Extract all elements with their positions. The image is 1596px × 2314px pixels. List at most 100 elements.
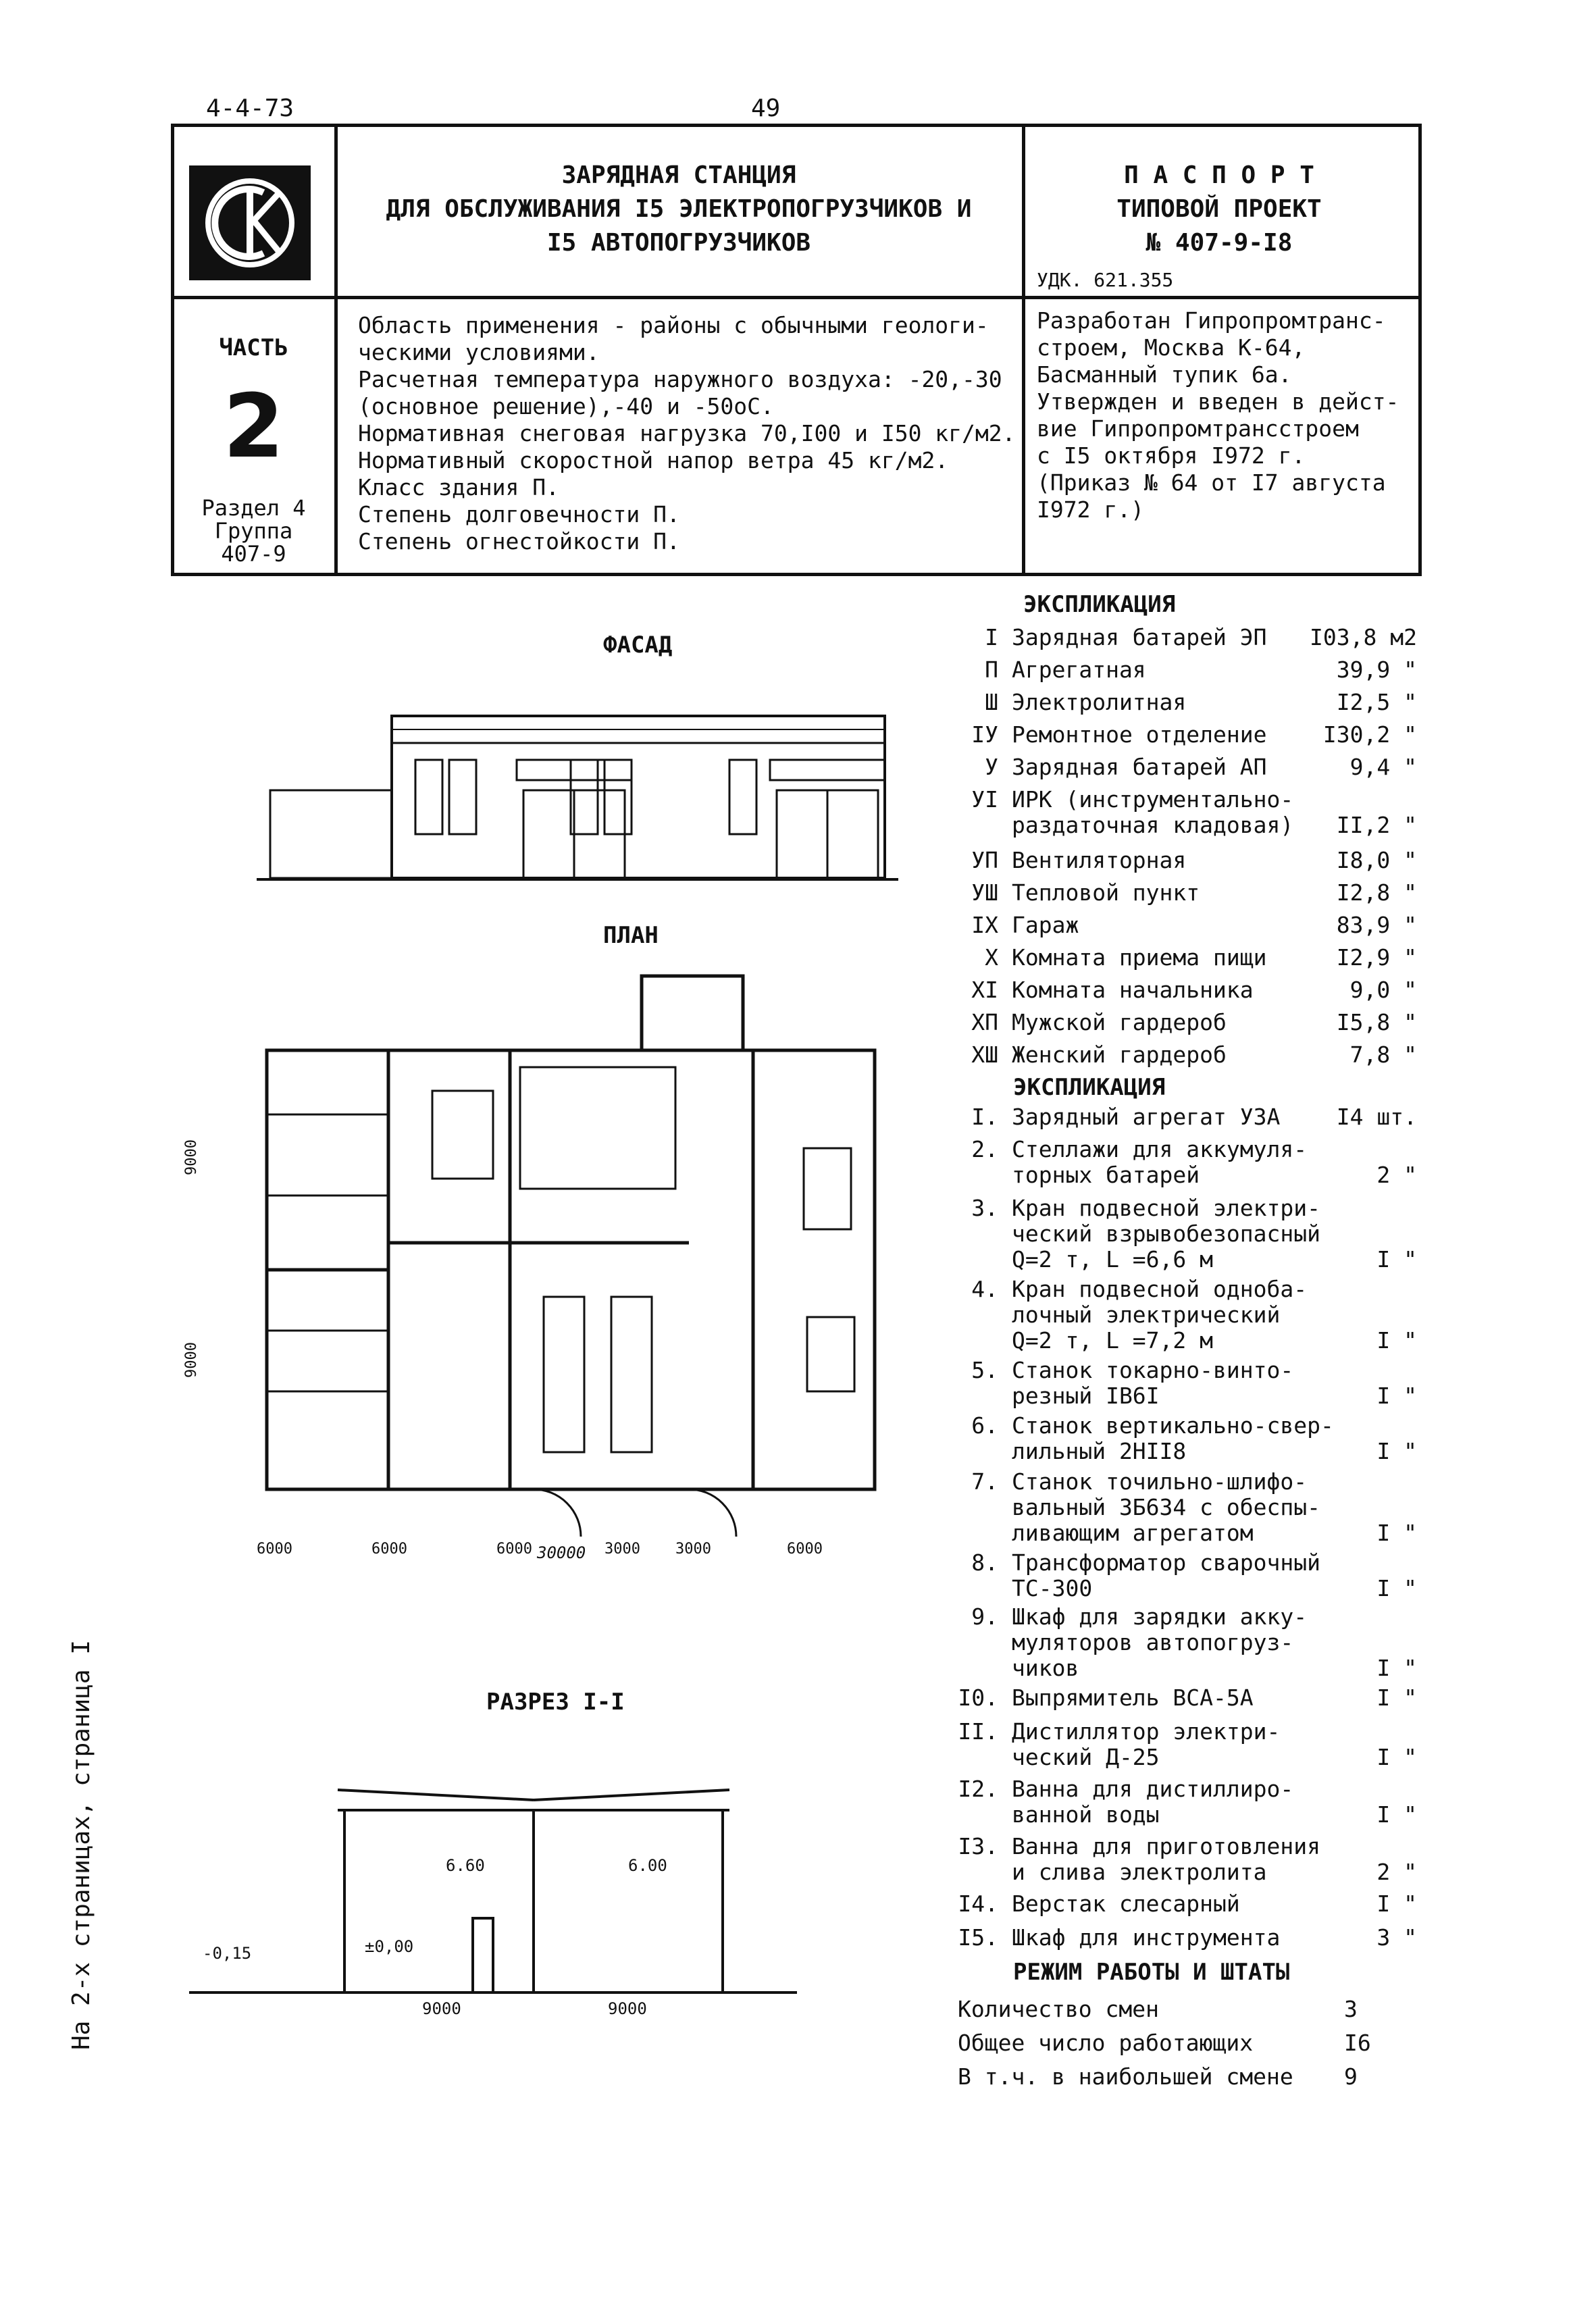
svg-text:-0,15: -0,15 — [203, 1944, 251, 1963]
equipment-number: I0. — [958, 1685, 998, 1711]
room-area: II,2 " — [1336, 812, 1417, 838]
staff-value: 9 — [1344, 2063, 1358, 2090]
equipment-qty: 3 " — [1376, 1924, 1417, 1951]
equipment-name: Зарядный агрегат УЗА — [1012, 1104, 1281, 1130]
svg-text:6000: 6000 — [787, 1541, 823, 1558]
room-name: Женский гардероб — [1012, 1042, 1227, 1068]
room-row: IУ Ремонтное отделение I30,2 " — [958, 722, 1417, 748]
equipment-number: I4. — [958, 1891, 998, 1917]
equipment-qty: I " — [1376, 1655, 1417, 1681]
room-number: XП — [971, 1009, 998, 1035]
equipment-name: Станок точильно-шлифо- вальный 3Б634 с о… — [1012, 1468, 1320, 1546]
equipment-qty: 2 " — [1376, 1162, 1417, 1188]
equipment-name: Верстак слесарный — [1012, 1891, 1240, 1917]
plan-total-dimension: 30000 — [537, 1543, 586, 1562]
room-area: 83,9 " — [1336, 912, 1417, 938]
equipment-qty: 2 " — [1376, 1859, 1417, 1885]
explication-rooms-title: ЭКСПЛИКАЦИЯ — [1023, 591, 1176, 618]
staff-value: 3 — [1344, 1996, 1358, 2022]
equipment-name: Ванна для дистиллиро- ванной воды — [1012, 1776, 1294, 1828]
equipment-name: Кран подвесной одноба- лочный электричес… — [1012, 1276, 1308, 1354]
equipment-qty: I " — [1376, 1246, 1417, 1272]
room-area: I2,5 " — [1336, 689, 1417, 715]
equipment-name: Станок вертикально-свер- лильный 2HII8 — [1012, 1412, 1334, 1464]
equipment-name: Шкаф для зарядки акку- муляторов автопог… — [1012, 1603, 1308, 1681]
svg-text:9000: 9000 — [183, 1139, 200, 1175]
equipment-qty: I " — [1376, 1327, 1417, 1354]
equipment-number: 2. — [971, 1136, 998, 1162]
passport-block: П А С П О Р Т ТИПОВОЙ ПРОЕКТ № 407-9-I8 — [1027, 159, 1412, 260]
room-number: XШ — [971, 1042, 998, 1068]
svg-text:3000: 3000 — [675, 1541, 711, 1558]
page-number: 49 — [751, 95, 781, 122]
room-number: X — [985, 944, 998, 971]
svg-text:9000: 9000 — [608, 1999, 647, 2018]
equipment-number: I. — [971, 1104, 998, 1130]
room-name: Зарядная батарей АП — [1012, 754, 1267, 780]
room-area: I03,8 м2 — [1310, 624, 1417, 650]
room-name: Комната начальника — [1012, 977, 1254, 1003]
room-area: I30,2 " — [1322, 721, 1417, 748]
equipment-name: Станок токарно-винто- резный IB6I — [1012, 1357, 1294, 1409]
plan-label: ПЛАН — [603, 922, 659, 949]
facade-label: ФАСАД — [603, 632, 673, 659]
room-area: 9,4 " — [1349, 754, 1417, 780]
svg-text:6000: 6000 — [496, 1541, 532, 1558]
equipment-number: I2. — [958, 1776, 998, 1802]
room-name: Тепловой пункт — [1012, 879, 1200, 906]
room-name: Ремонтное отделение — [1012, 721, 1267, 748]
equipment-name: Стеллажи для аккумуля- торных батарей — [1012, 1136, 1308, 1188]
equipment-qty: I " — [1376, 1438, 1417, 1464]
room-number: IУ — [971, 721, 998, 748]
divider — [171, 296, 1418, 299]
room-number: П — [985, 657, 998, 683]
room-row: XП Мужской гардероб I5,8 " — [958, 1010, 1417, 1035]
equipment-name: Ванна для приготовления и слива электрол… — [1012, 1833, 1320, 1885]
passport-title: П А С П О Р Т — [1124, 161, 1314, 189]
udk-code: УДК. 621.355 — [1037, 269, 1174, 291]
developer-info: Разработан Гипропромтранс- строем, Москв… — [1037, 307, 1399, 523]
staff-value: I6 — [1344, 2030, 1371, 2056]
section-line: Раздел 4 — [201, 495, 306, 521]
room-number: УП — [971, 847, 998, 873]
room-area: I5,8 " — [1336, 1009, 1417, 1035]
equipment-qty: I " — [1376, 1383, 1417, 1409]
title-block — [171, 124, 1422, 576]
svg-text:6.60: 6.60 — [446, 1856, 485, 1875]
svg-text:6.00: 6.00 — [628, 1856, 667, 1875]
equipment-number: I5. — [958, 1924, 998, 1951]
section-label: РАЗРЕЗ I-I — [486, 1689, 625, 1716]
project-title-line: ДЛЯ ОБСЛУЖИВАНИЯ I5 ЭЛЕКТРОПОГРУЗЧИКОВ И — [386, 195, 972, 223]
room-name: Электролитная — [1012, 689, 1187, 715]
equipment-qty: I " — [1376, 1685, 1417, 1711]
equipment-number: II. — [958, 1718, 998, 1745]
equipment-number: I3. — [958, 1833, 998, 1859]
room-row: XШ Женский гардероб 7,8 " — [958, 1042, 1417, 1068]
equipment-name: Трансформатор сварочный ТС-300 — [1012, 1549, 1320, 1601]
svg-text:3000: 3000 — [604, 1541, 640, 1558]
equipment-number: 9. — [971, 1603, 998, 1630]
equipment-qty: I " — [1376, 1520, 1417, 1546]
room-number: I — [985, 624, 998, 650]
section-line: 407-9 — [221, 541, 286, 567]
room-number: XI — [971, 977, 998, 1003]
room-area: I2,9 " — [1336, 944, 1417, 971]
room-number: УШ — [971, 879, 998, 906]
svg-text:9000: 9000 — [422, 1999, 461, 2018]
standards-logo — [189, 165, 311, 280]
room-name: Агрегатная — [1012, 657, 1146, 683]
divider — [334, 124, 338, 573]
equipment-number: 7. — [971, 1468, 998, 1495]
room-number: Ш — [985, 689, 998, 715]
room-name: Вентиляторная — [1012, 847, 1187, 873]
room-area: 7,8 " — [1349, 1042, 1417, 1068]
room-name: Мужской гардероб — [1012, 1009, 1227, 1035]
section-group: Раздел 4 Группа 407-9 — [174, 496, 333, 565]
